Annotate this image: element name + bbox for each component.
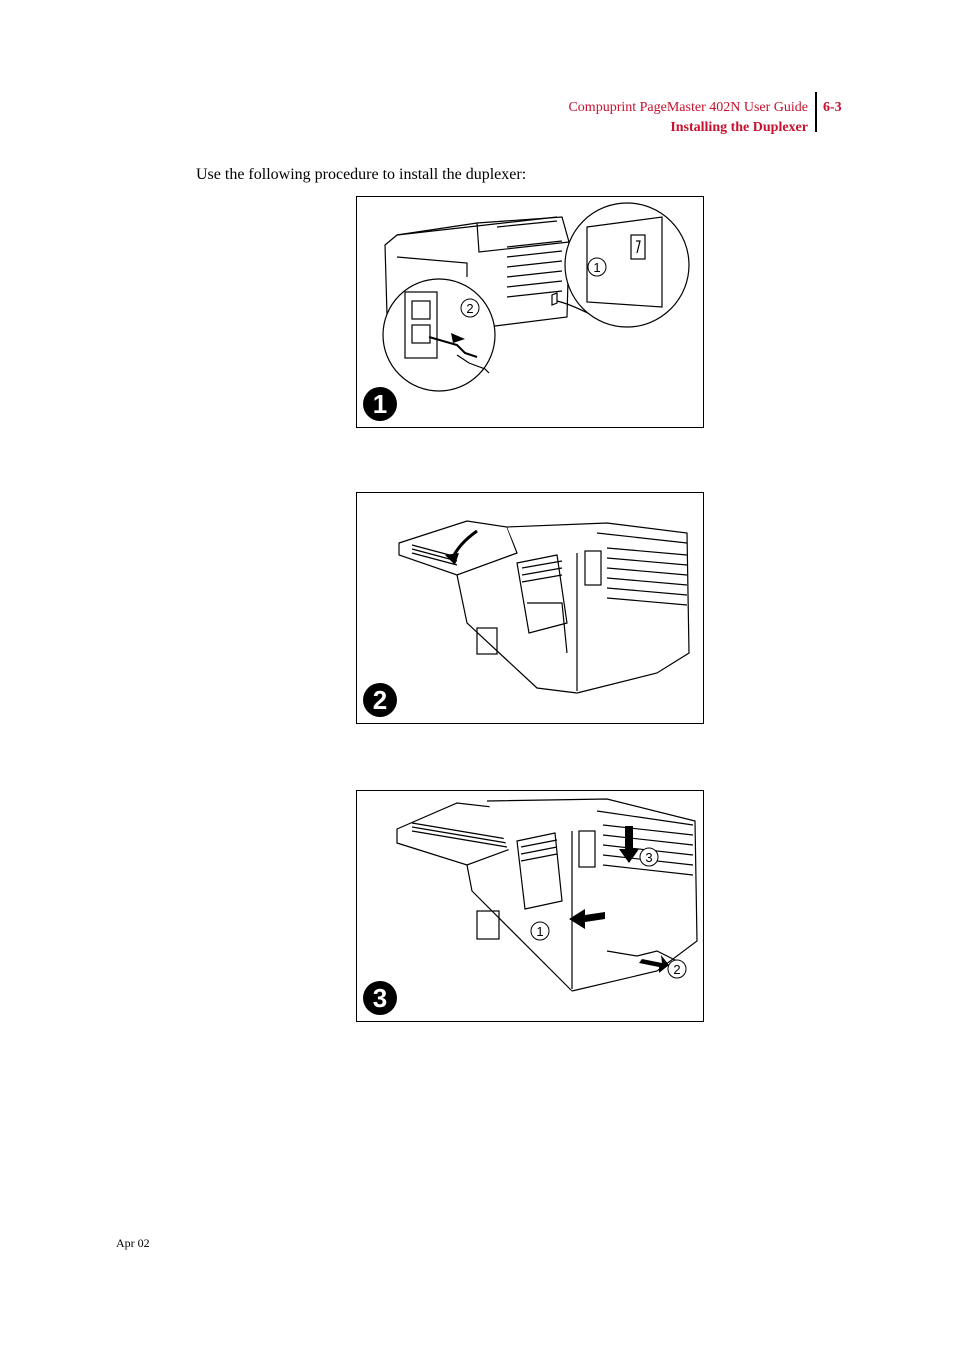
callout-3-3: 3 [645,850,652,865]
callout-1-2: 2 [466,301,473,316]
callout-3-2: 2 [673,962,680,977]
figure-step-1: 1 2 1 [356,196,704,428]
footer-date: Apr 02 [116,1236,150,1250]
running-header-section: Installing the Duplexer [670,120,808,135]
intro-paragraph: Use the following procedure to install t… [196,166,527,183]
figure-step-3: 3 1 2 3 [356,790,704,1022]
step-badge-3: 3 [363,981,397,1015]
callout-3-1: 1 [536,924,543,939]
step-badge-1: 1 [363,387,397,421]
header-divider [815,92,817,132]
running-header-title: Compuprint PageMaster 402N User Guide [568,100,808,115]
figure-step-2: 2 [356,492,704,724]
printer-rear-cover-illustration [398,520,690,694]
page-number: 6-3 [823,100,842,115]
printer-remove-parts-illustration: 3 1 2 [396,798,698,992]
printer-power-off-illustration: 1 2 [382,202,690,392]
callout-1-1: 1 [593,260,600,275]
step-badge-2: 2 [363,683,397,717]
